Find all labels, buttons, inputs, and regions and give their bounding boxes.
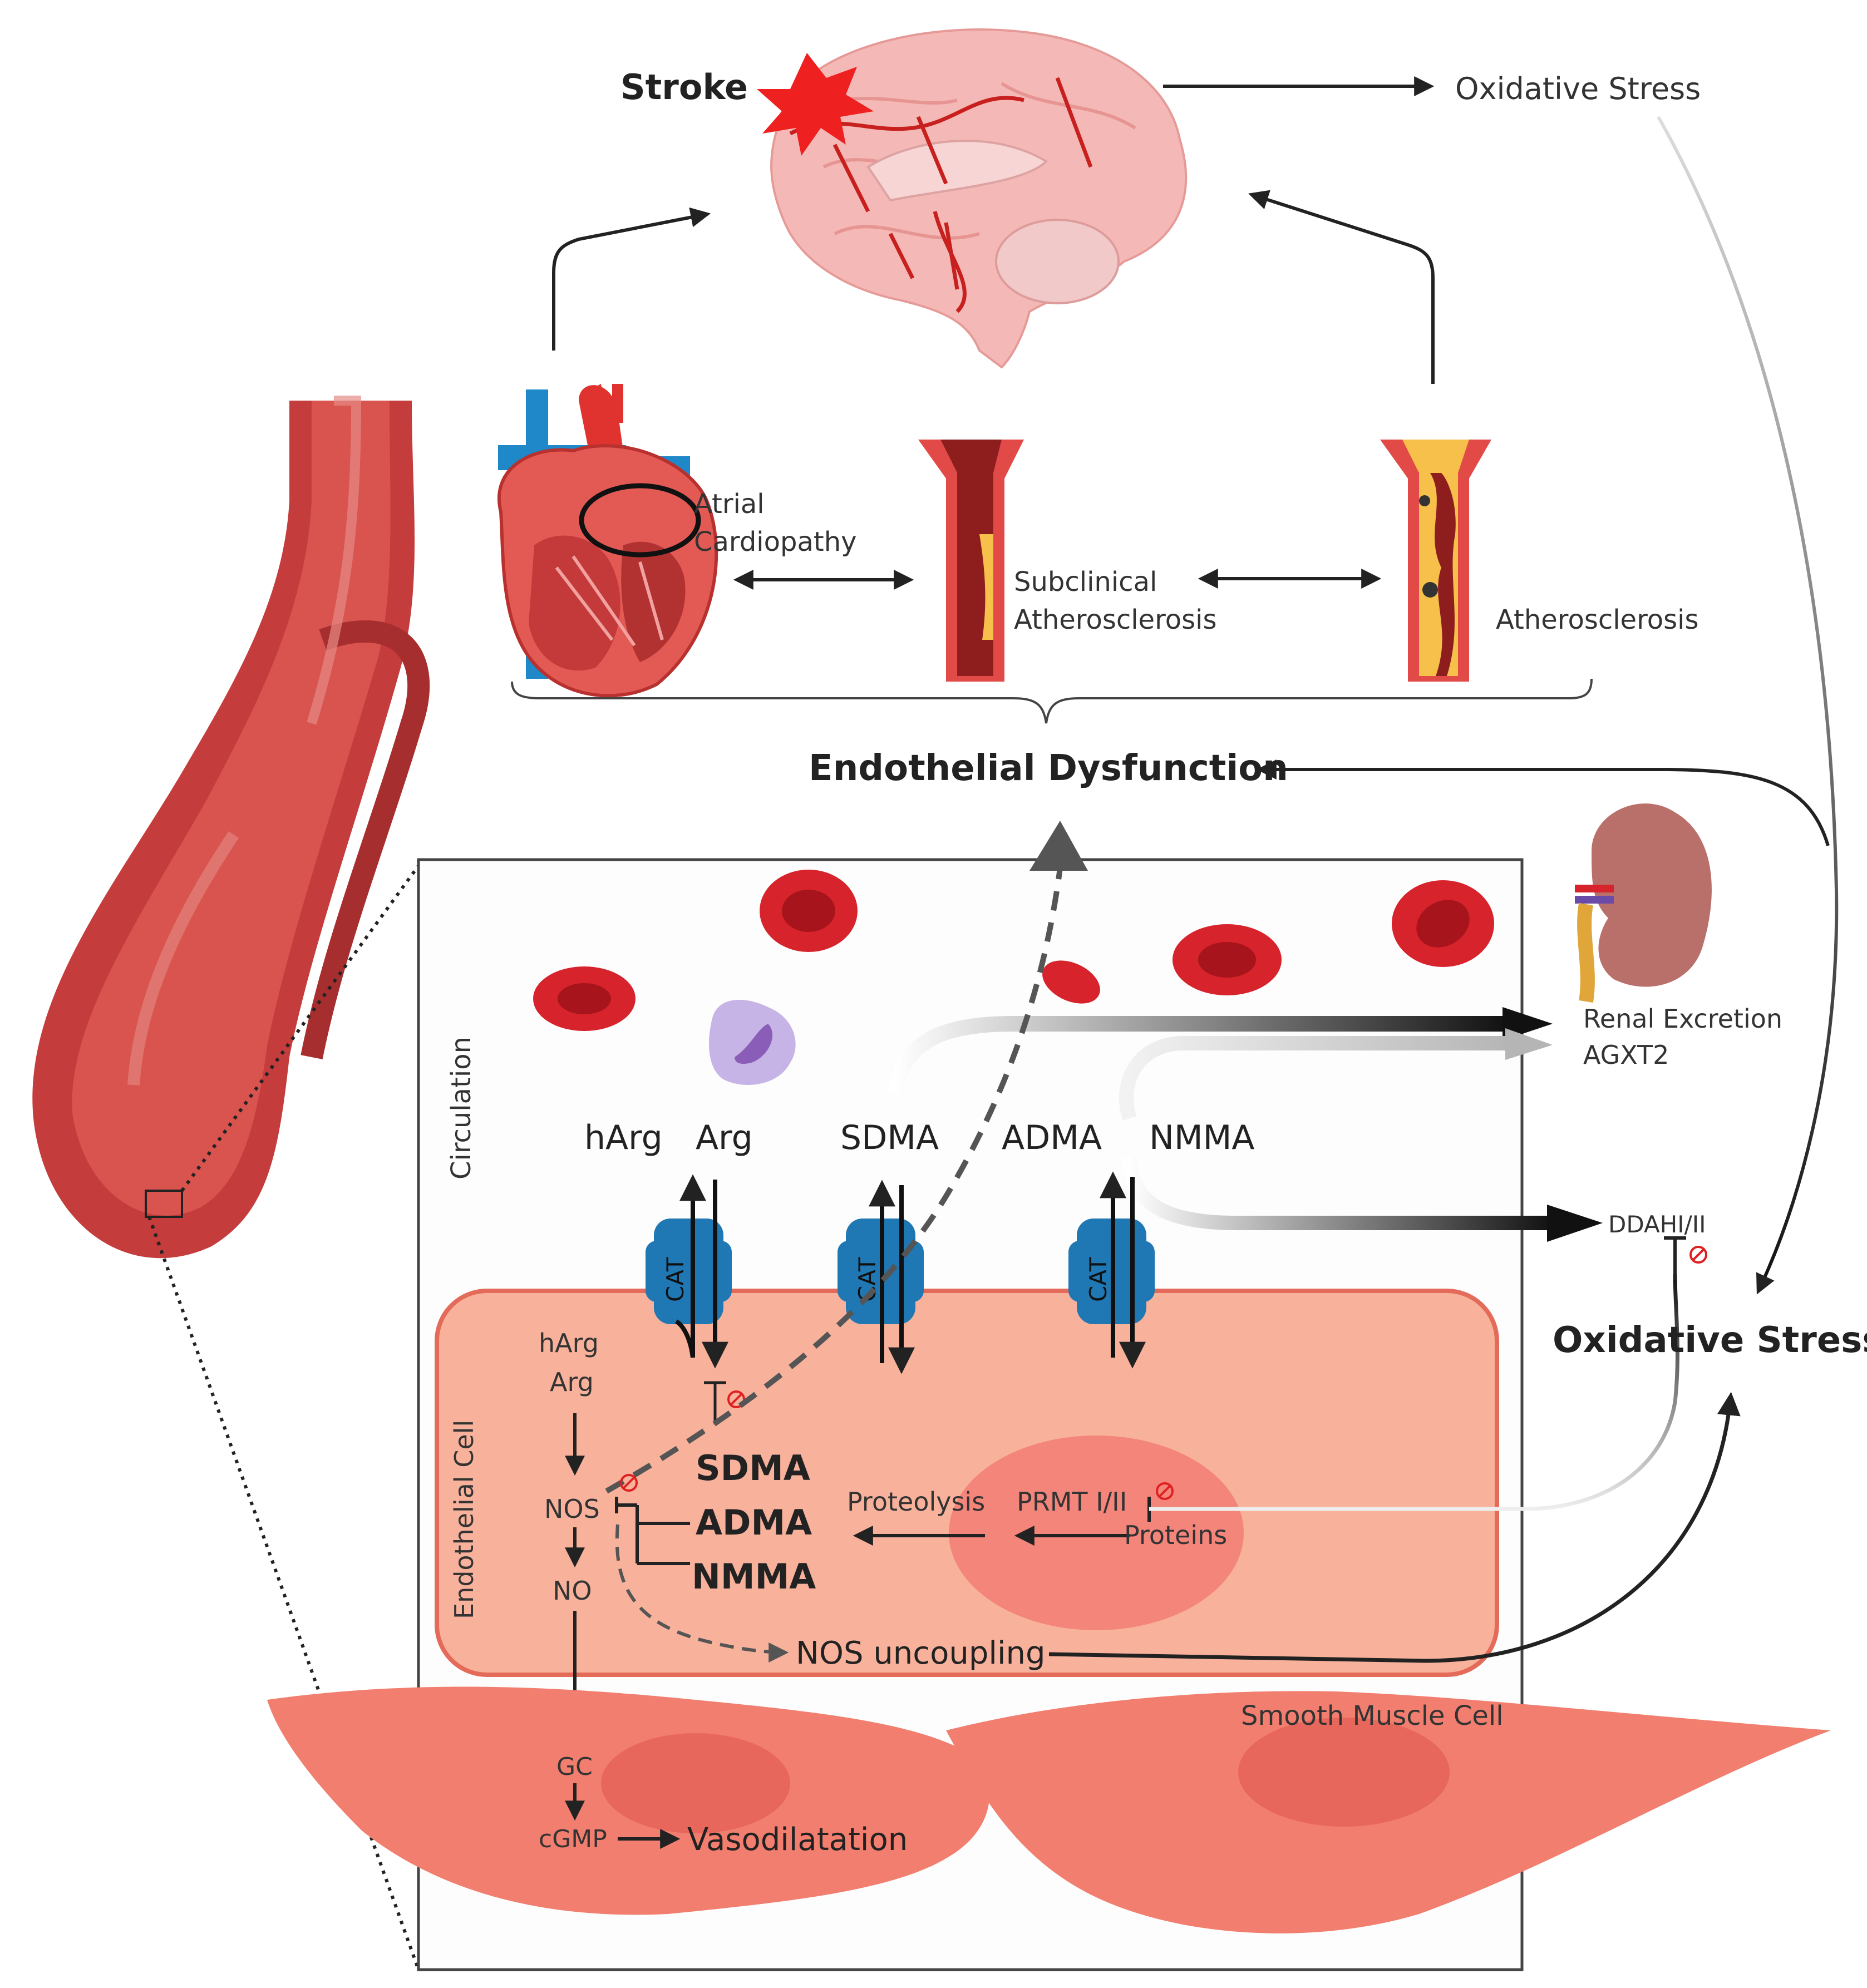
subclinical-label-2: Atherosclerosis [1014,604,1216,635]
smc-cgmp: cGMP [539,1825,607,1853]
arrow-oxstress-inhibit-prmt [1149,1274,1679,1511]
circ-sdma: SDMA [840,1118,939,1157]
circ-arg: Arg [696,1118,753,1157]
ec-harg: hArg [539,1328,599,1358]
smooth-muscle-nucleus-2 [1238,1718,1450,1827]
arrow-adma-to-renal [1119,1036,1514,1121]
circ-harg: hArg [584,1118,663,1157]
arrow-sdma-to-renal [888,1016,1508,1094]
circ-nmma: NMMA [1149,1118,1254,1157]
endothelial-dysfunction-label: Endothelial Dysfunction [809,748,1288,789]
arrow-to-endothelial-dysfunction [1256,759,1830,846]
ec-nos: NOS [544,1494,600,1524]
agxt2-label: AGXT2 [1583,1040,1669,1070]
circulation-label: Circulation [446,1037,477,1180]
ec-proteolysis: Proteolysis [847,1487,985,1517]
oxidative-stress-label: Oxidative Stress [1553,1320,1867,1361]
inhibit-icon-prmt [1156,1482,1174,1500]
cat-transporter-1: CAT [646,1219,732,1324]
ec-sdma: SDMA [696,1448,810,1488]
endothelial-cell-label: Endothelial Cell [449,1420,479,1619]
endothelial-cell [435,1289,1499,1677]
stroke-burst-icon [757,53,874,156]
ec-nmma: NMMA [692,1556,816,1597]
white-blood-cell [709,999,796,1085]
stroke-label: Stroke [620,67,748,107]
ec-arg: Arg [550,1367,594,1397]
brace [511,678,1593,724]
atherosclerosis-vessel-illustration [1380,440,1491,682]
arrowhead-ddah [1547,1205,1603,1242]
subclinical-label-1: Subclinical [1014,566,1157,598]
subclinical-vessel-illustration [918,440,1024,682]
arrow-adma-to-ddah [1122,1157,1553,1230]
arrow-athero-to-stroke [1248,190,1435,384]
red-blood-cells [533,870,1494,1031]
arrow-dashed-to-endothelial-dysfunction [605,867,1063,1494]
atrial-label-2: Cardiopathy [694,526,857,558]
ec-adma: ADMA [696,1502,812,1543]
cat-label-3: CAT [1085,1257,1112,1302]
blood-vessel [32,396,430,1971]
renal-excretion-label: Renal Excretion [1583,1004,1782,1034]
atrial-highlight-circle [579,483,701,558]
arrowhead-renal-light [1505,1028,1553,1060]
oxidative-stress-top-label: Oxidative Stress [1455,71,1701,106]
ec-no: NO [553,1576,592,1606]
atherosclerosis-label: Atherosclerosis [1496,604,1698,635]
circ-adma: ADMA [1002,1118,1102,1157]
zoom-box [145,1190,183,1218]
arrowhead-endo-dys [1029,821,1088,871]
atrial-label-1: Atrial [694,489,765,520]
inhibit-icon-ddah [1689,1246,1707,1264]
arrow-heart-to-stroke [552,207,711,351]
brain-illustration [757,28,1188,369]
arrow-uncoupling-to-oxstress [1048,1392,1741,1663]
ddah-label: DDAHI/II [1608,1211,1706,1238]
arrow-dashed-nos-uncoupling [615,1524,789,1663]
cat-label-1: CAT [662,1257,689,1302]
smooth-muscle-nucleus-1 [601,1733,790,1833]
smooth-muscle-cell-label: Smooth Muscle Cell [1241,1700,1504,1732]
kidney-illustration [1575,803,1712,1003]
arrow-oxstress-top-to-bottom [1657,116,1839,1295]
inhibit-icon-arg [727,1390,745,1408]
ec-proteins: Proteins [1124,1520,1227,1550]
ec-nos-uncoupling: NOS uncoupling [796,1635,1046,1671]
smc-gc: GC [556,1753,593,1781]
heart-illustration [497,384,718,698]
ec-prmt: PRMT I/II [1017,1487,1127,1517]
inhibit-icon-nos [620,1474,638,1492]
smc-vasodilatation: Vasodilatation [687,1822,908,1858]
